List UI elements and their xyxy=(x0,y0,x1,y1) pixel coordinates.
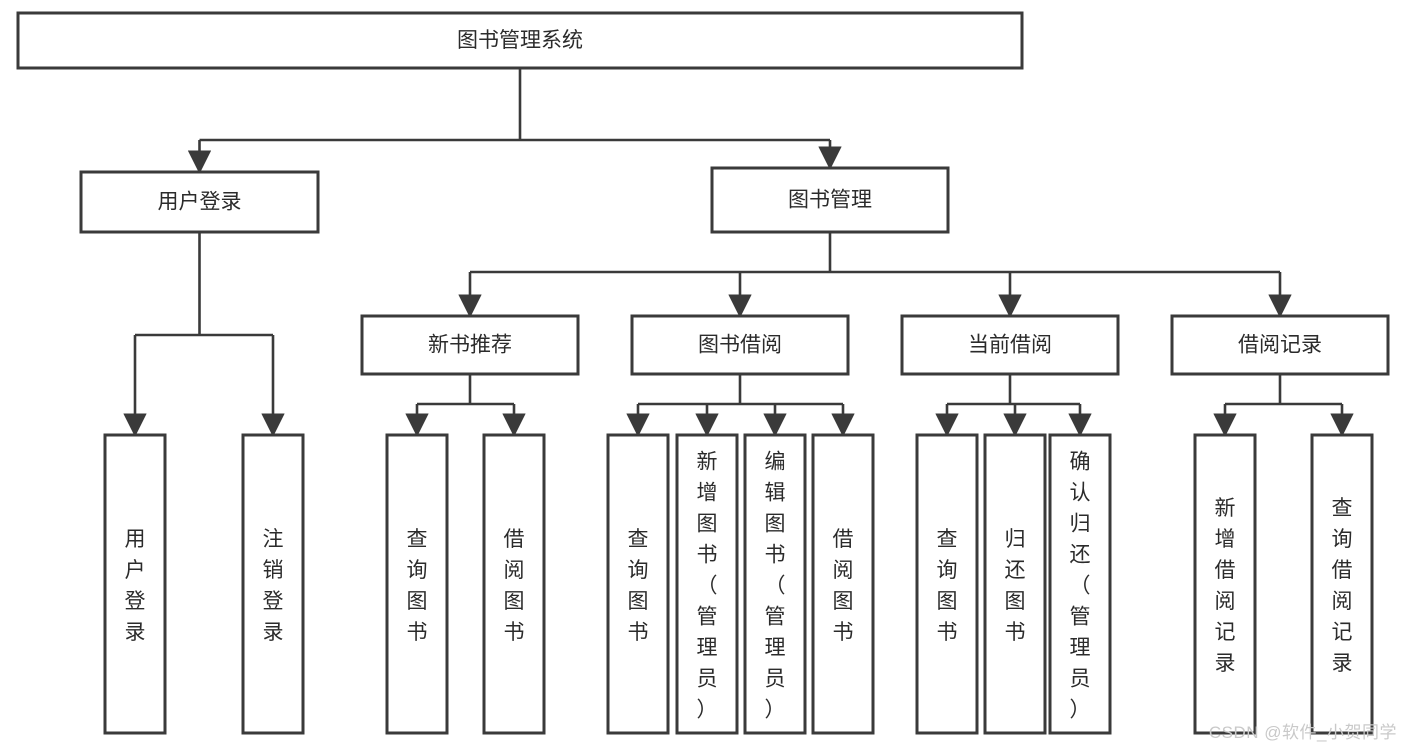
leaf-query-book-2[interactable]: 查询图书 xyxy=(606,433,670,735)
node-label: 借阅记录 xyxy=(1238,334,1322,357)
leaf-user-logout[interactable]: 注销登录 xyxy=(241,433,305,735)
leaf-label: 新增借阅记录 xyxy=(1215,497,1236,675)
node-user-login[interactable]: 用户登录 xyxy=(79,170,320,234)
node-new-book-recommend[interactable]: 新书推荐 xyxy=(360,314,580,376)
node-label: 图书借阅 xyxy=(698,334,782,357)
leaf-add-book-admin[interactable]: 新增图书（管理员） xyxy=(675,433,739,735)
node-root[interactable]: 图书管理系统 xyxy=(16,11,1024,70)
leaf-edit-book-admin[interactable]: 编辑图书（管理员） xyxy=(743,433,807,735)
node-current-borrow[interactable]: 当前借阅 xyxy=(900,314,1120,376)
leaf-add-borrow-record[interactable]: 新增借阅记录 xyxy=(1193,433,1257,735)
leaf-label: 查询图书 xyxy=(407,528,428,644)
leaf-label: 查询图书 xyxy=(937,528,958,644)
node-label: 当前借阅 xyxy=(968,334,1052,357)
leaf-return-book[interactable]: 归还图书 xyxy=(983,433,1047,735)
node-label: 图书管理系统 xyxy=(457,29,583,52)
leaf-label: 编辑图书（管理员） xyxy=(765,451,786,722)
node-label: 图书管理 xyxy=(788,189,872,212)
leaf-confirm-return-admin[interactable]: 确认归还（管理员） xyxy=(1048,433,1112,735)
node-label: 新书推荐 xyxy=(428,334,512,357)
node-layer: 图书管理系统用户登录图书管理用户登录注销登录新书推荐查询图书借阅图书图书借阅查询… xyxy=(16,11,1390,735)
node-book-borrow[interactable]: 图书借阅 xyxy=(630,314,850,376)
node-borrow-record[interactable]: 借阅记录 xyxy=(1170,314,1390,376)
leaf-borrow-book-2[interactable]: 借阅图书 xyxy=(811,433,875,735)
leaf-label: 查询借阅记录 xyxy=(1332,497,1353,675)
node-label: 用户登录 xyxy=(158,191,242,214)
leaf-label: 归还图书 xyxy=(1005,528,1026,644)
connector-layer xyxy=(123,68,1354,437)
node-book-manage[interactable]: 图书管理 xyxy=(710,166,950,234)
leaf-label: 注销登录 xyxy=(263,528,284,644)
leaf-borrow-book-1[interactable]: 借阅图书 xyxy=(482,433,546,735)
leaf-label: 新增图书（管理员） xyxy=(697,451,718,722)
leaf-label: 确认归还（管理员） xyxy=(1070,451,1091,722)
leaf-label: 查询图书 xyxy=(628,528,649,644)
leaf-query-book-1[interactable]: 查询图书 xyxy=(385,433,449,735)
leaf-query-book-3[interactable]: 查询图书 xyxy=(915,433,979,735)
leaf-label: 用户登录 xyxy=(125,528,146,644)
leaf-label: 借阅图书 xyxy=(833,528,854,644)
leaf-user-login-do[interactable]: 用户登录 xyxy=(103,433,167,735)
leaf-query-borrow-record[interactable]: 查询借阅记录 xyxy=(1310,433,1374,735)
leaf-label: 借阅图书 xyxy=(504,528,525,644)
